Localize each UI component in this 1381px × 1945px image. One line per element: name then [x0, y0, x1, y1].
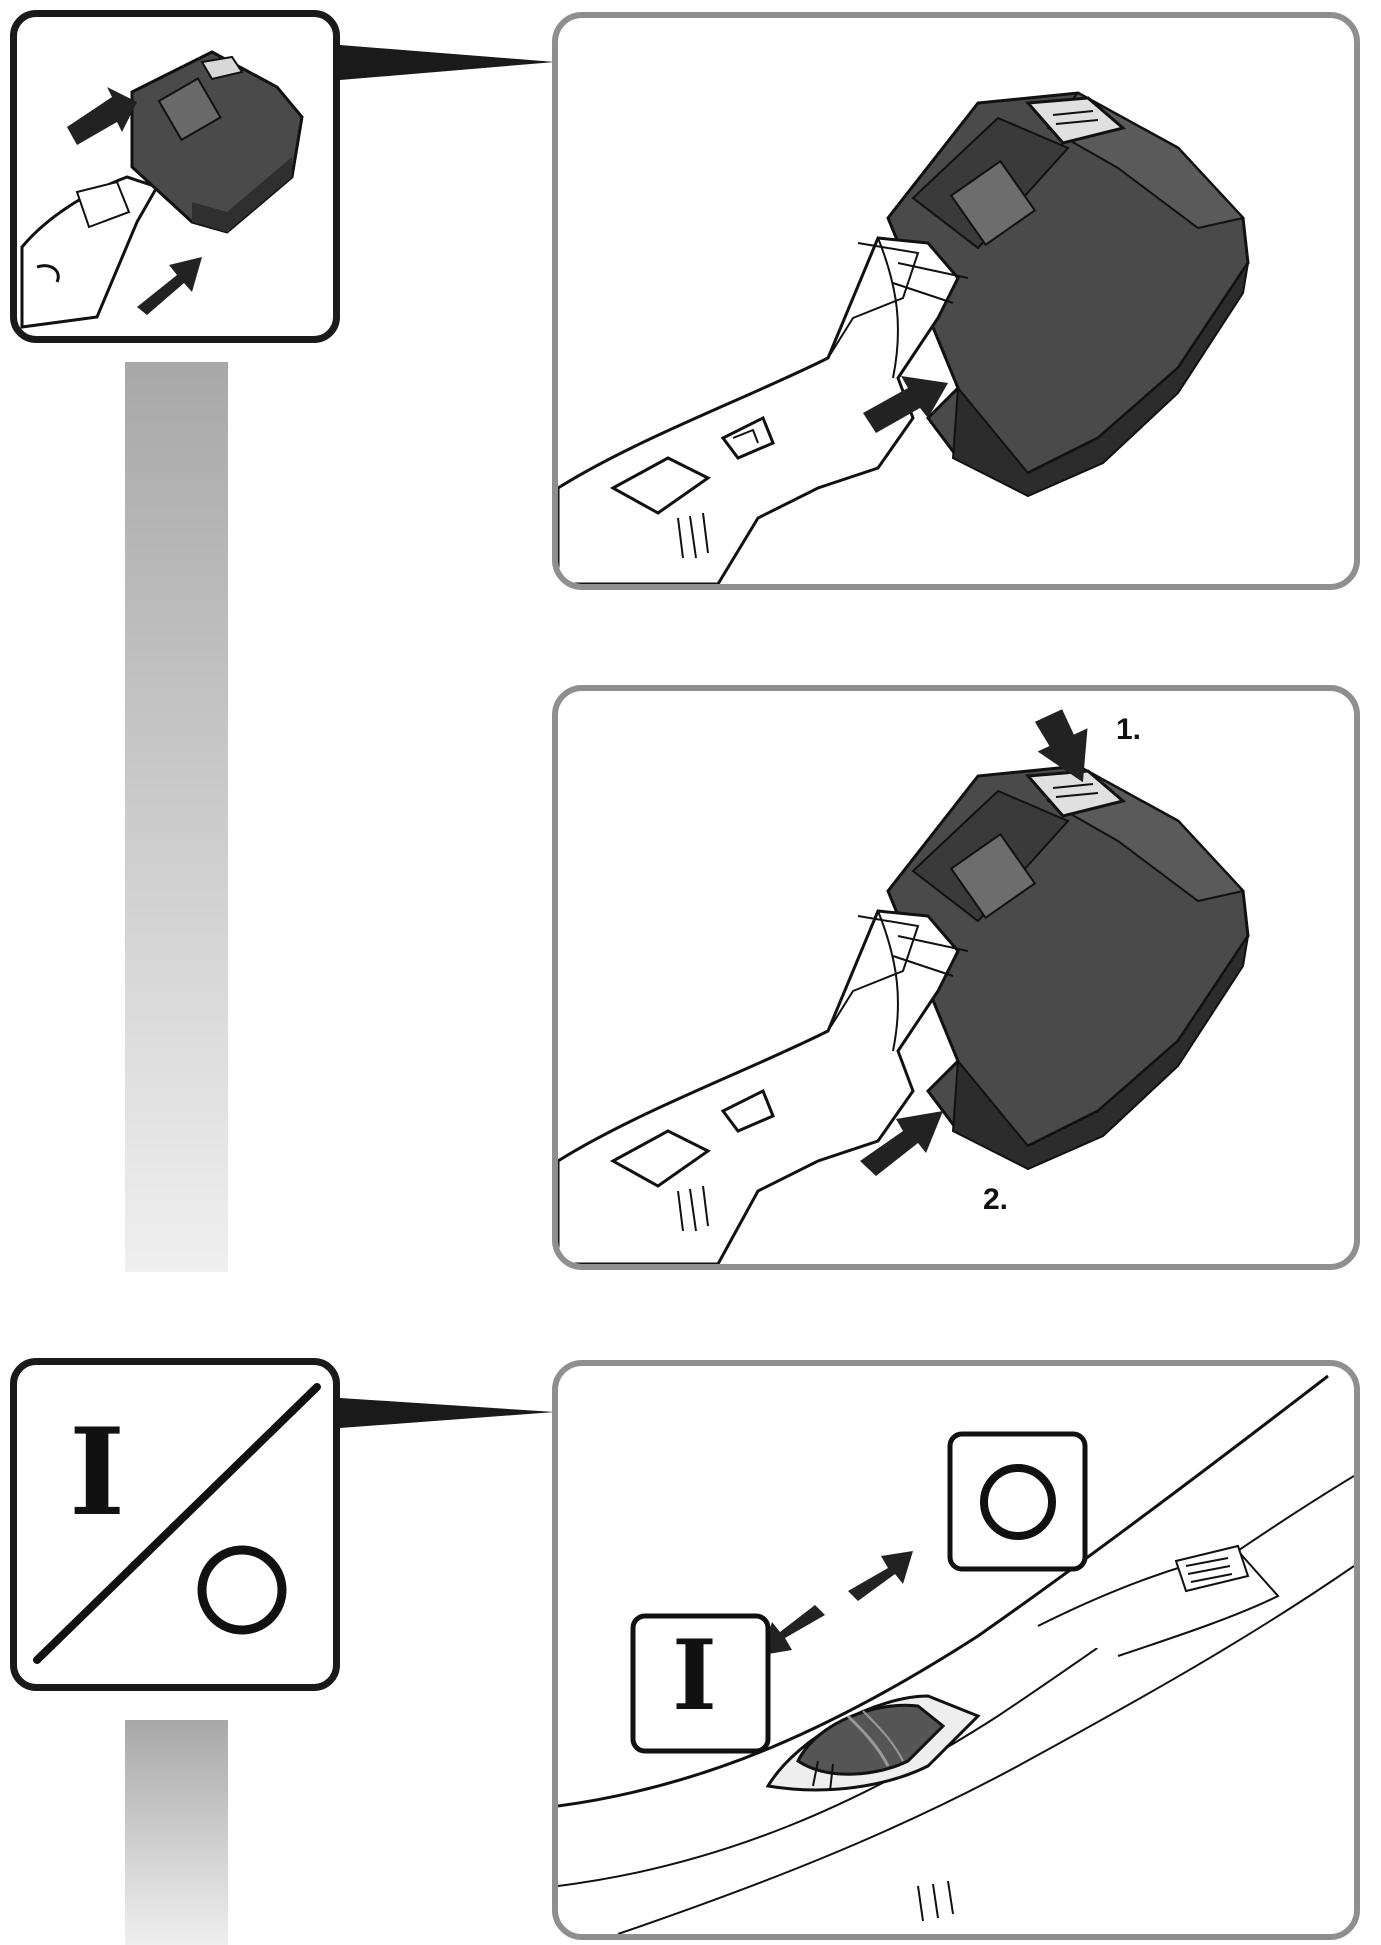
tool-body — [558, 909, 960, 1264]
arrow-press-icon — [1034, 709, 1088, 783]
battery-insert-icon — [10, 10, 340, 343]
progress-bar-upper — [125, 362, 228, 1272]
release-button — [1024, 96, 1127, 145]
on-symbol-box — [630, 1613, 771, 1754]
arrow-out-icon — [67, 87, 137, 145]
on-symbol-panel-text: I — [672, 1619, 717, 1732]
panel-remove-battery — [552, 12, 1360, 590]
callout-pointer-bottom — [340, 1398, 555, 1428]
arrow-in-icon — [137, 257, 202, 315]
panel-insert-battery: 1. 2. — [552, 685, 1360, 1270]
arrow-remove-icon — [863, 376, 948, 433]
progress-bar-lower — [125, 1720, 228, 1945]
off-symbol-box — [947, 1431, 1088, 1572]
arrow-right-icon — [848, 1551, 913, 1601]
release-button — [1024, 769, 1127, 818]
arrow-left-icon — [762, 1605, 825, 1655]
on-off-switch-icon: I — [10, 1358, 340, 1691]
step-1-label: 1. — [1116, 713, 1142, 746]
callout-pointer-top — [340, 45, 555, 80]
on-symbol-text: I — [69, 1402, 126, 1543]
off-symbol-icon — [980, 1464, 1056, 1540]
arrow-insert-icon — [860, 1111, 943, 1176]
step-2-label: 2. — [983, 1183, 1009, 1216]
panel-switch: I — [552, 1360, 1360, 1940]
